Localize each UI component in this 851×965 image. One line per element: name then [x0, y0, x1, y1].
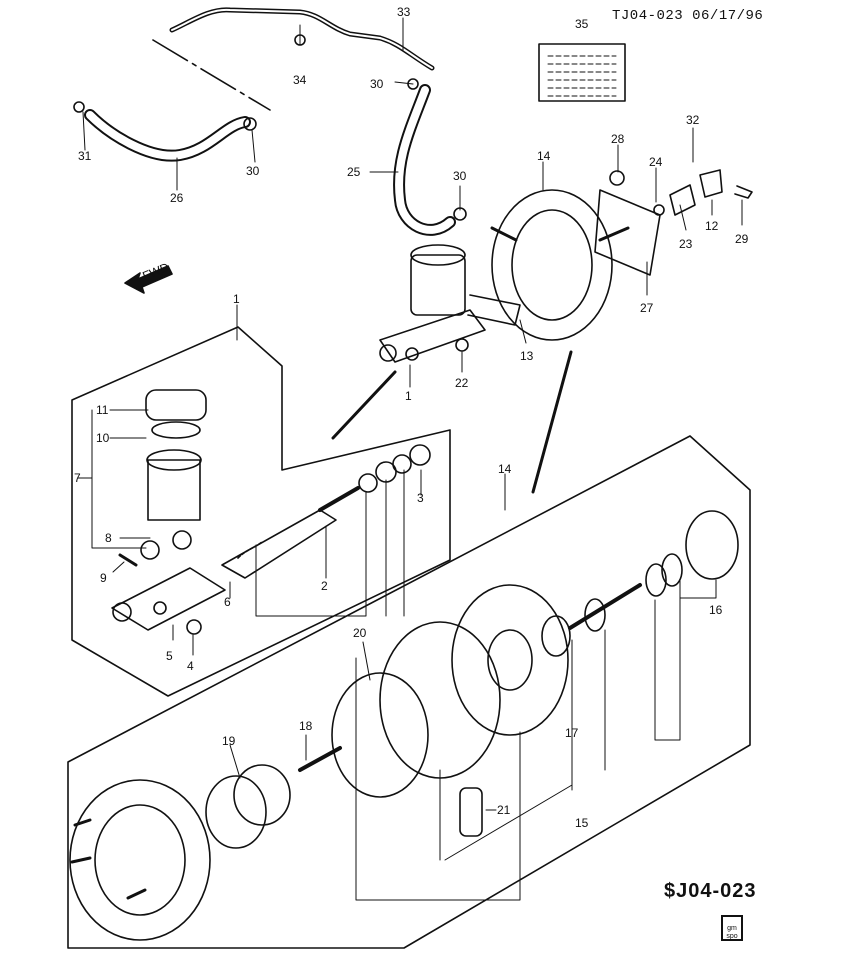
callout-30-middle: 30 [453, 169, 467, 183]
callout-31: 31 [78, 149, 92, 163]
callout-20: 20 [353, 626, 367, 640]
callout-13: 13 [520, 349, 534, 363]
callout-29: 29 [735, 232, 749, 246]
callout-2: 2 [321, 579, 328, 593]
callout-10: 10 [96, 431, 110, 445]
callout-30-upper: 30 [370, 77, 384, 91]
callout-5: 5 [166, 649, 173, 663]
master-cylinder-installed [379, 244, 521, 363]
callout-1-bottom: 1 [405, 389, 412, 403]
callout-35: 35 [575, 17, 589, 31]
callout-9: 9 [100, 571, 107, 585]
drawing-header: TJ04-023 06/17/96 [612, 8, 764, 24]
leader-lines [77, 17, 743, 861]
callout-4: 4 [187, 659, 194, 673]
callout-16: 16 [709, 603, 723, 617]
callout-30-left: 30 [246, 164, 260, 178]
callout-7: 7 [74, 471, 81, 485]
callout-34: 34 [293, 73, 307, 87]
callout-32: 32 [686, 113, 700, 127]
callout-numbers: 33 35 34 30 32 28 14 31 24 25 30 30 26 1… [74, 5, 749, 830]
callout-3: 3 [417, 491, 424, 505]
callout-28: 28 [611, 132, 625, 146]
diagram-code: $J04-023 [664, 880, 757, 902]
badge-line-2: spo [726, 933, 738, 940]
callout-6: 6 [224, 595, 231, 609]
callout-11: 11 [96, 403, 109, 417]
callout-17: 17 [565, 726, 579, 740]
brake-booster-installed [490, 169, 753, 341]
callout-23: 23 [679, 237, 693, 251]
callout-14-lower: 14 [498, 462, 512, 476]
callout-24: 24 [649, 155, 663, 169]
master-cylinder-exploded [71, 326, 451, 697]
callout-19: 19 [222, 734, 236, 748]
callout-21: 21 [497, 803, 511, 817]
callout-18: 18 [299, 719, 313, 733]
callout-26: 26 [170, 191, 184, 205]
callout-27: 27 [640, 301, 654, 315]
callout-15: 15 [575, 816, 589, 830]
callout-33: 33 [397, 5, 411, 19]
callout-12: 12 [705, 219, 719, 233]
badge-line-1: gm [727, 925, 737, 932]
callout-22: 22 [455, 376, 469, 390]
vacuum-hose-assembly [73, 7, 467, 236]
fwd-arrow: FWD [124, 260, 173, 294]
booster-exploded [67, 350, 751, 949]
callout-25: 25 [347, 165, 361, 179]
gm-spo-badge: gm spo [721, 915, 743, 941]
callout-14-upper: 14 [537, 149, 551, 163]
callout-1-top: 1 [233, 292, 240, 306]
callout-8: 8 [105, 531, 112, 545]
caution-label-plate [538, 43, 626, 102]
